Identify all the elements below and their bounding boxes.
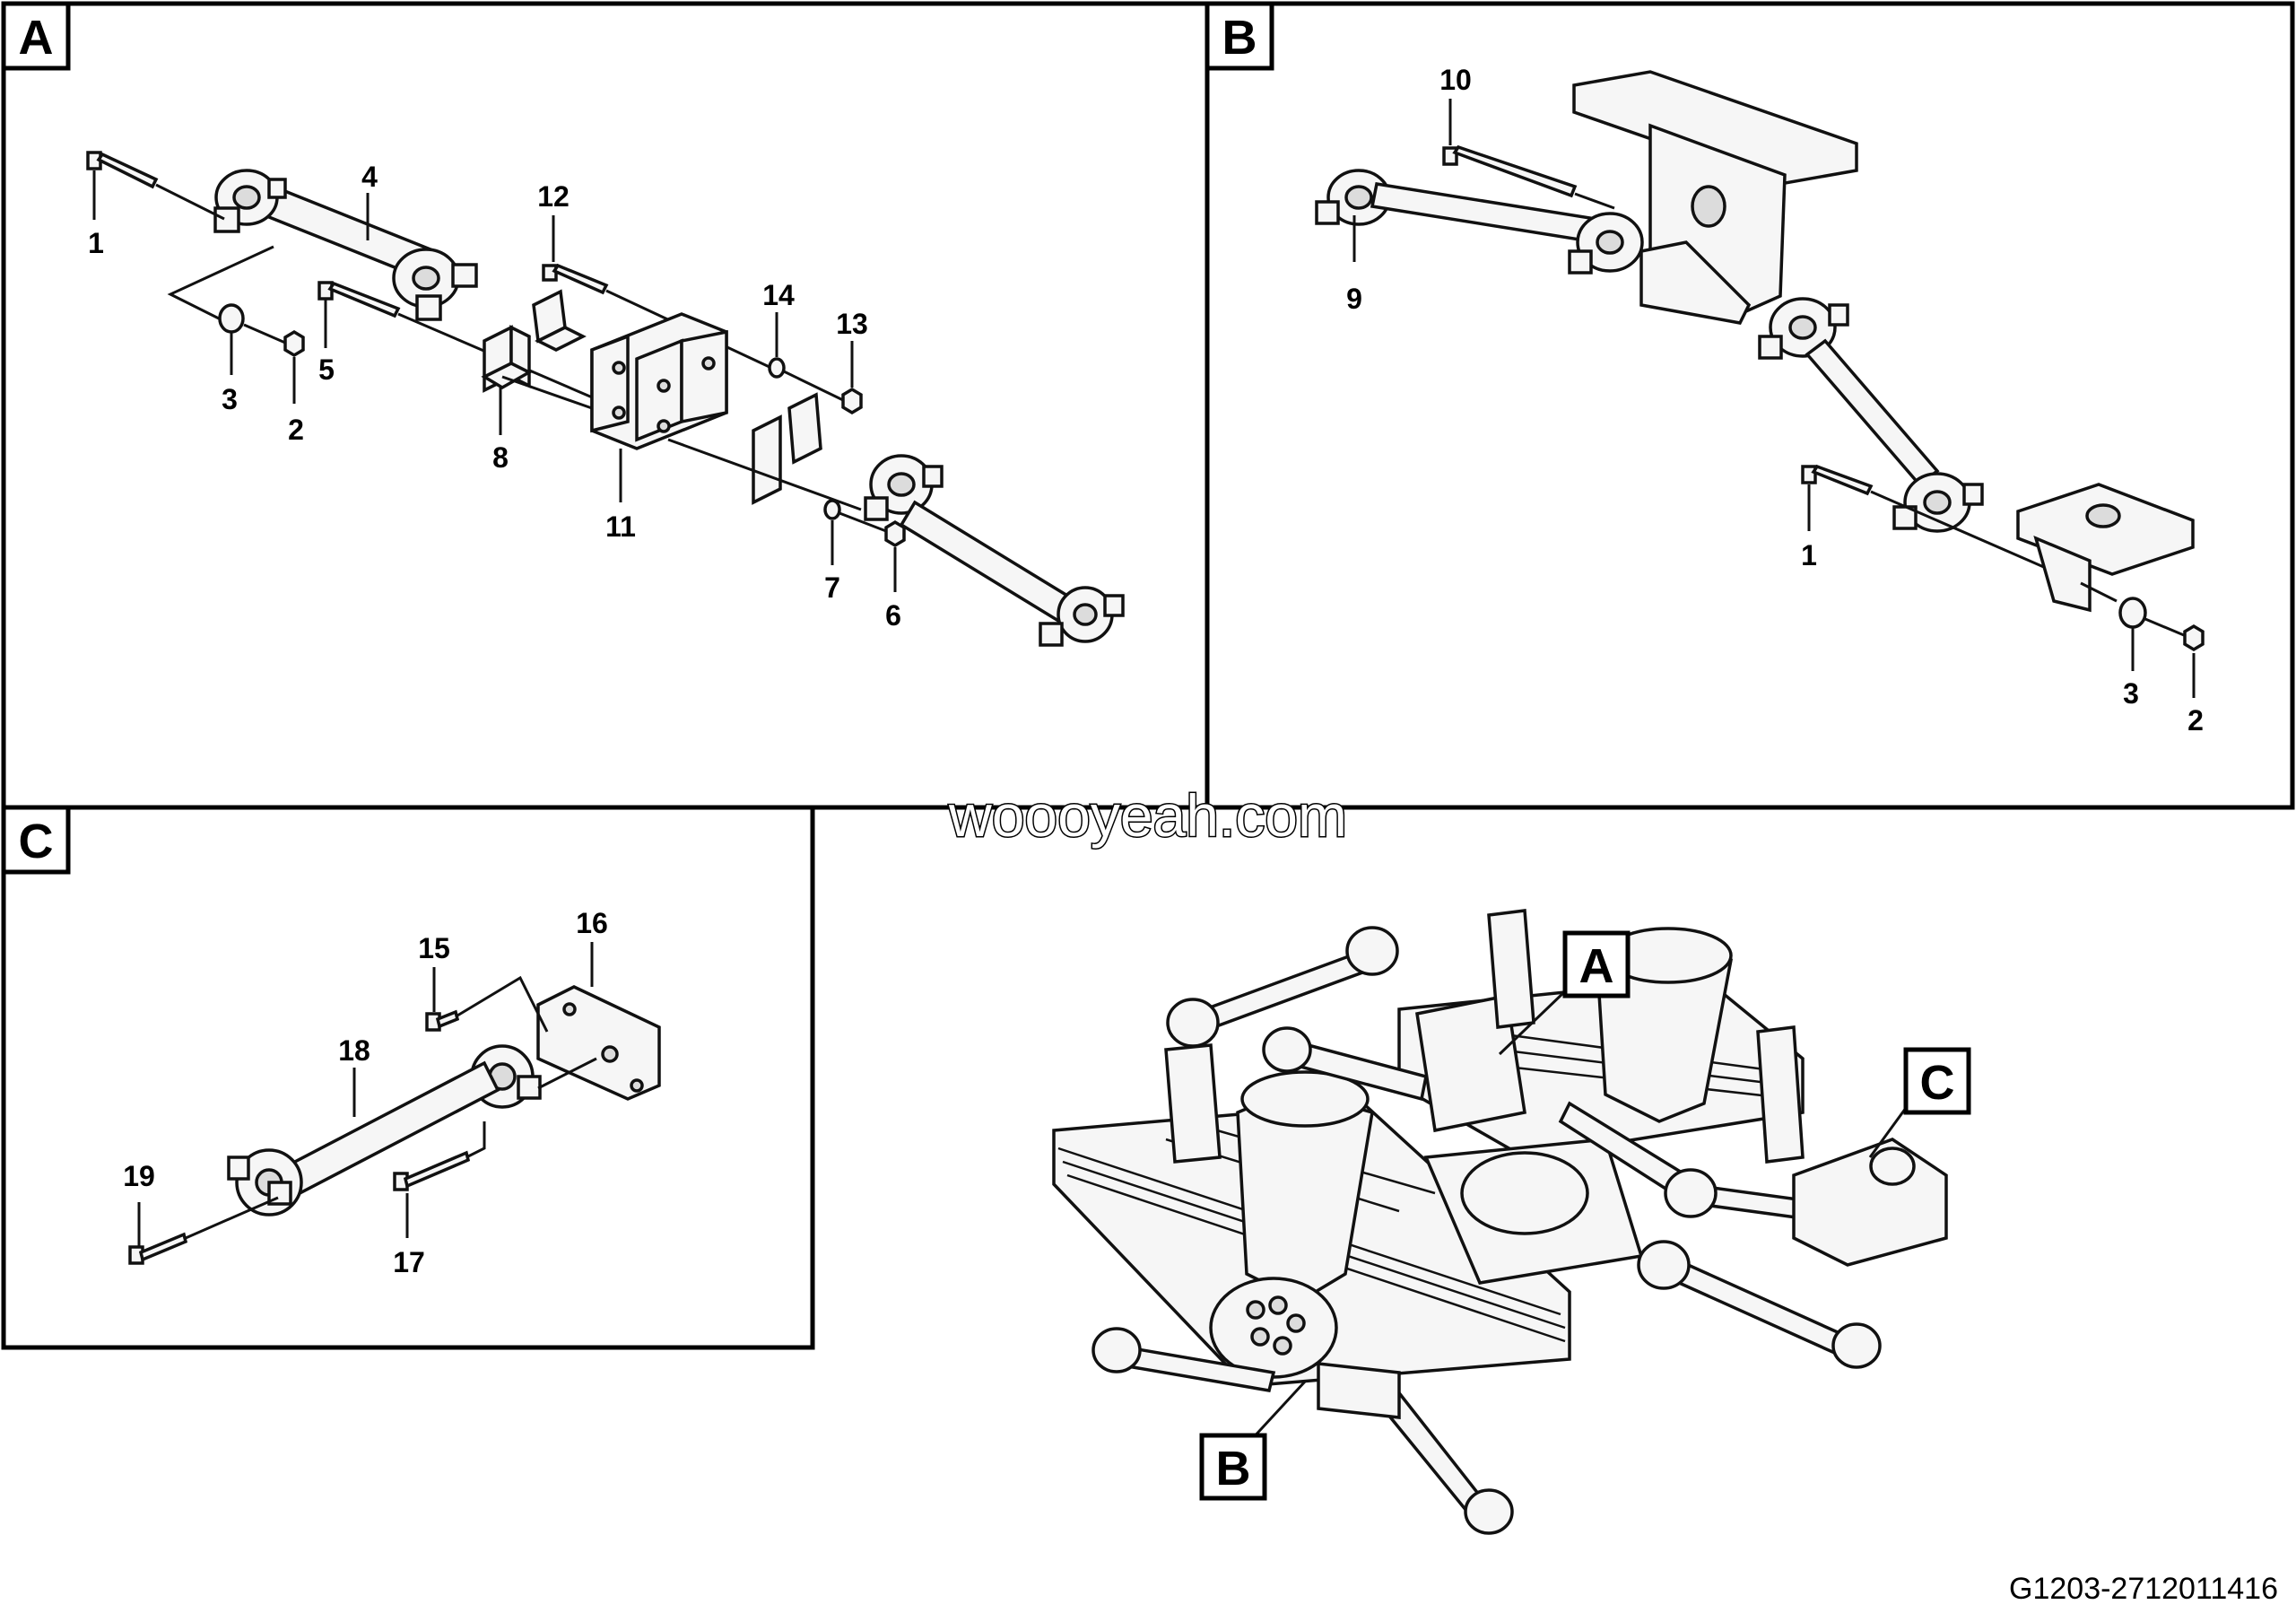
- callout-a-3: 3: [222, 383, 238, 415]
- callout-b-2: 2: [2187, 704, 2204, 737]
- callout-a-7: 7: [824, 571, 840, 604]
- callout-a-1: 1: [88, 227, 104, 259]
- torque-rod-diagonal: [1758, 297, 1984, 533]
- washer-part-7: [823, 499, 841, 520]
- torque-rod-part-18: [227, 1044, 542, 1216]
- callout-a-12: 12: [537, 180, 570, 213]
- bolt-part-5: [317, 281, 629, 414]
- callout-a-5: 5: [318, 353, 335, 386]
- spacer-part-3: [218, 303, 245, 334]
- axle-bracket: [1572, 70, 1858, 325]
- overview-callout-a: A: [1579, 939, 1614, 993]
- callout-a-2: 2: [288, 414, 304, 446]
- washer-part-14: [768, 357, 786, 379]
- panel-c-label: C: [19, 815, 54, 868]
- panel-b: B: [1205, 1, 2295, 810]
- bracket-part-16: [536, 985, 661, 1101]
- callout-a-13: 13: [836, 308, 868, 340]
- callout-b-1: 1: [1801, 539, 1817, 571]
- nut-part-6: [884, 519, 906, 548]
- nut-part-13: [841, 387, 863, 415]
- callout-b-9: 9: [1346, 283, 1362, 315]
- callout-c-18: 18: [338, 1034, 370, 1067]
- callout-a-8: 8: [492, 441, 509, 474]
- callout-a-4: 4: [361, 161, 378, 193]
- torque-rod-part-4: [213, 169, 478, 321]
- clamp-block-part-8: [481, 289, 587, 393]
- torque-rod-lower: [864, 454, 1125, 647]
- callout-b-3: 3: [2123, 677, 2139, 710]
- overview-callout-c: C: [1920, 1056, 1955, 1110]
- callout-c-17: 17: [393, 1246, 425, 1278]
- nut-part-2: [283, 329, 305, 358]
- callout-c-16: 16: [576, 907, 608, 939]
- overview-assembly: A B C: [1052, 909, 1971, 1535]
- overview-callout-b: B: [1216, 1442, 1251, 1496]
- callout-c-15: 15: [418, 932, 450, 964]
- callout-b-10: 10: [1439, 64, 1472, 96]
- bolt-part-1: [86, 151, 225, 221]
- callout-a-14: 14: [762, 279, 795, 311]
- callout-a-6: 6: [885, 599, 901, 632]
- panel-b-label: B: [1222, 11, 1257, 65]
- torque-rod-part-9: [1315, 169, 1644, 275]
- panel-a-label: A: [19, 11, 54, 65]
- callout-c-19: 19: [123, 1160, 155, 1192]
- bracket-part-11: [590, 312, 728, 450]
- frame-bracket: [2016, 483, 2195, 613]
- panel-a: A: [1, 1, 1210, 810]
- watermark: woooyeah.com: [948, 782, 1347, 849]
- panel-c: C: [1, 805, 815, 1350]
- callout-a-11: 11: [605, 510, 636, 543]
- drawing-code: G1203-2712011416: [2009, 1572, 2278, 1606]
